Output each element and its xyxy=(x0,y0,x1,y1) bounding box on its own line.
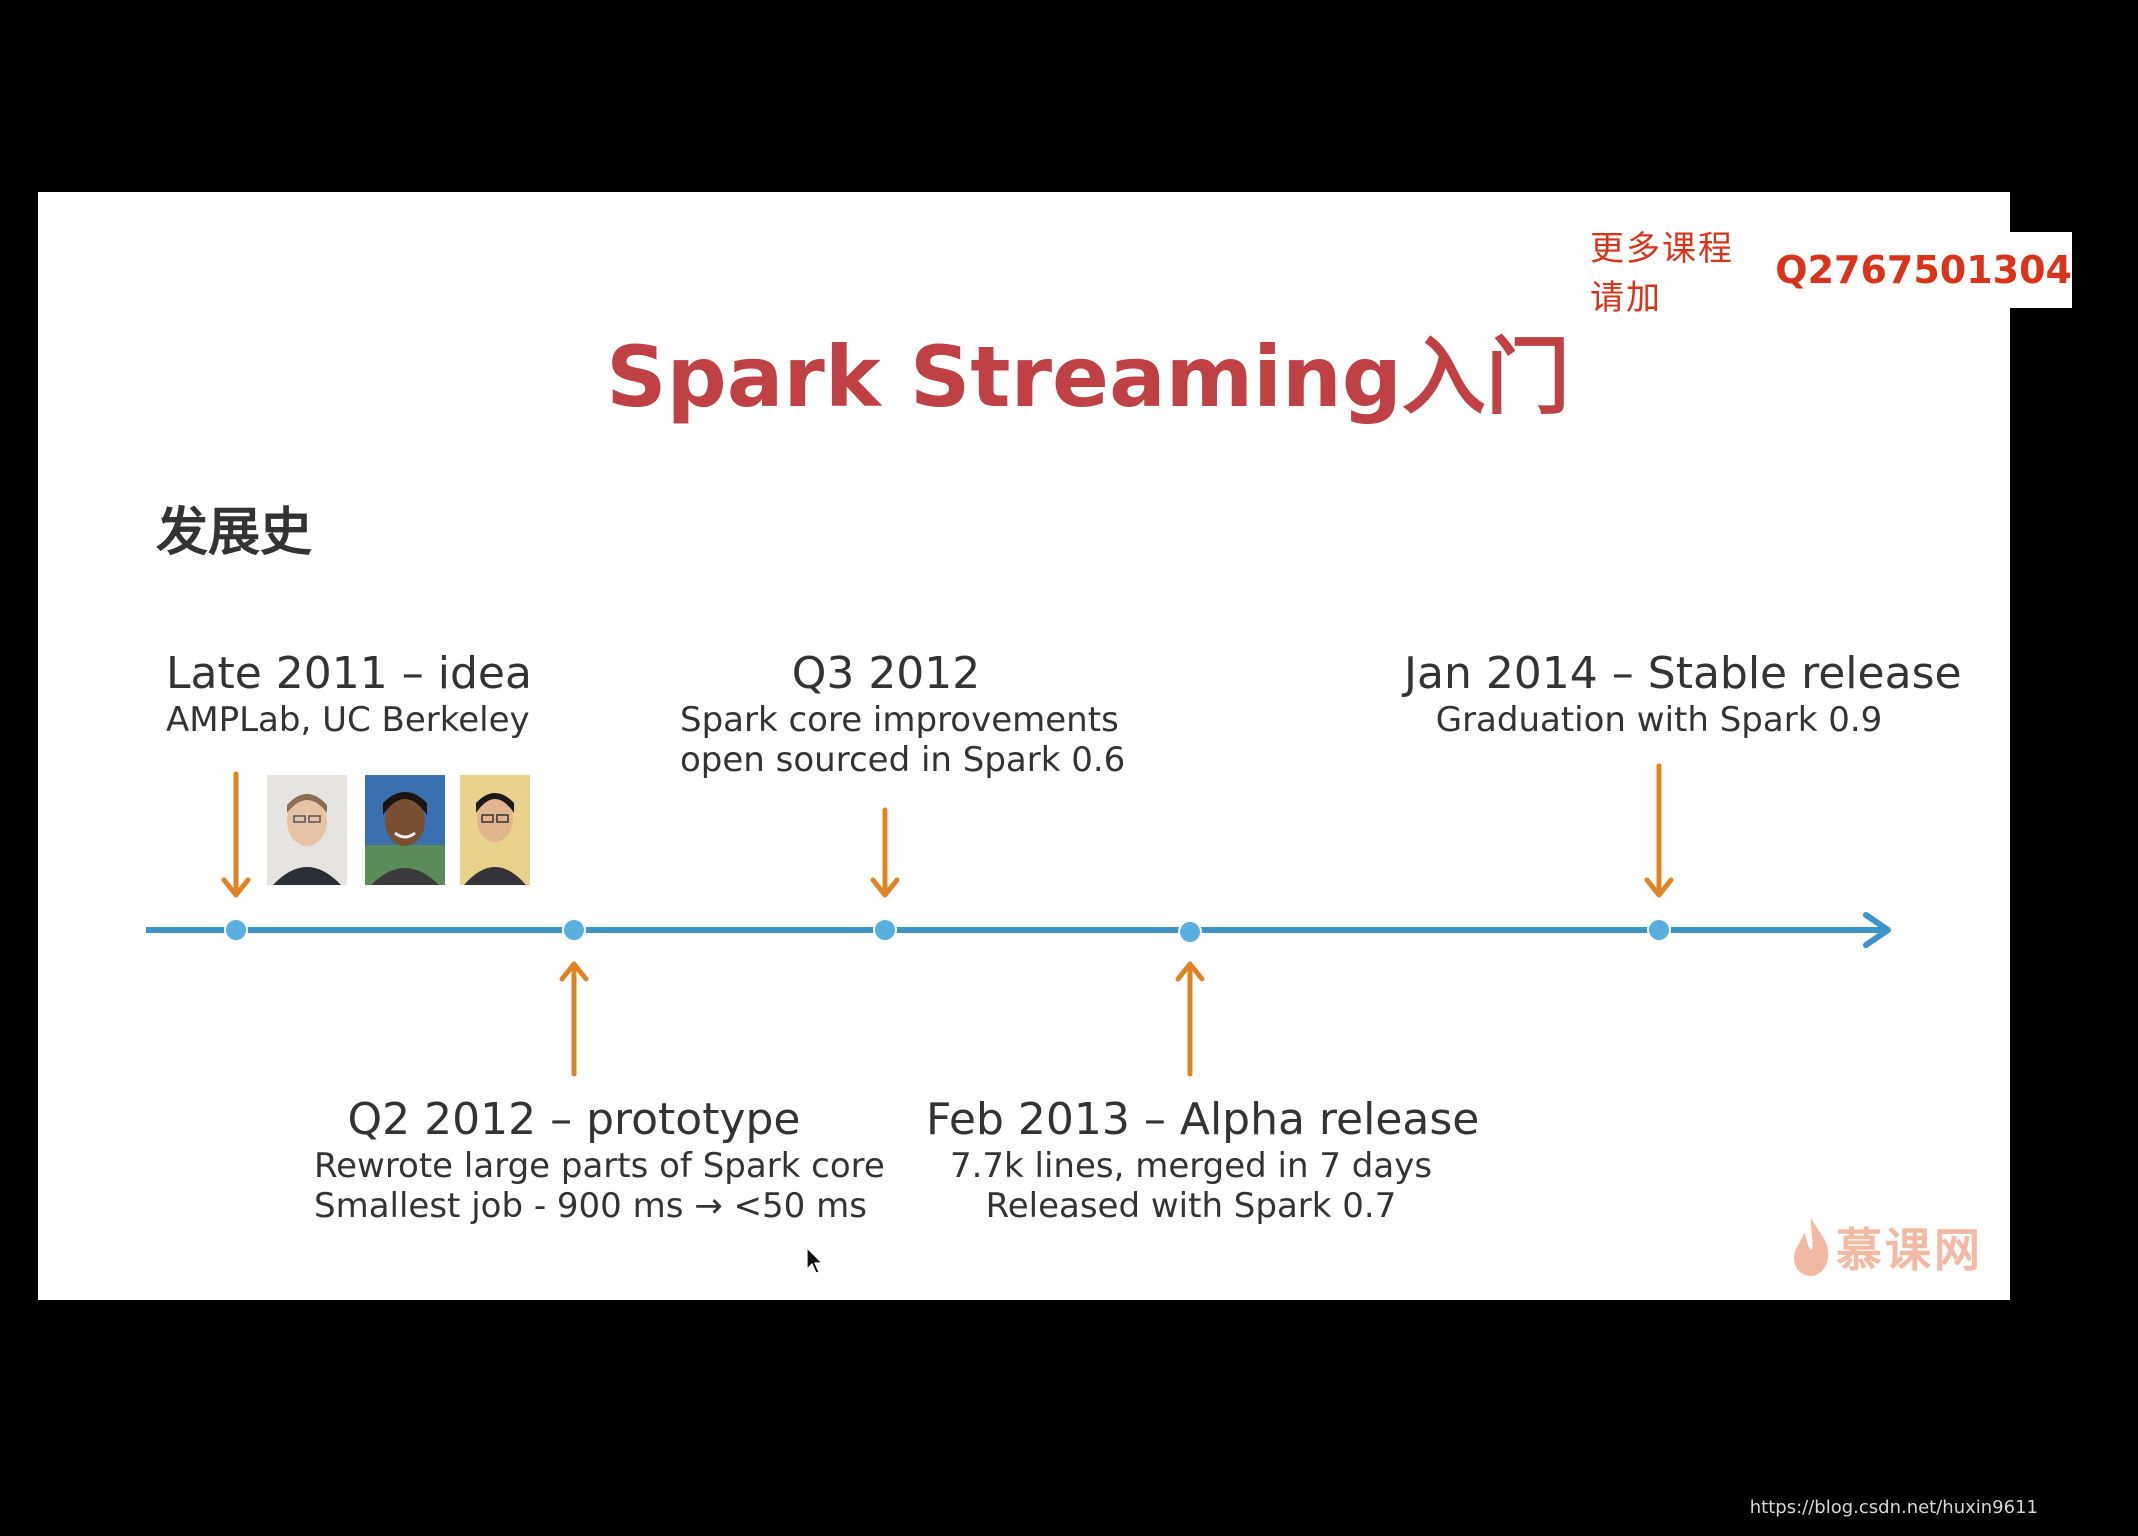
timeline-node-5 xyxy=(1647,918,1671,942)
timeline-node-1 xyxy=(224,918,248,942)
timeline-line-5-1: Graduation with Spark 0.9 xyxy=(1435,699,1883,740)
timeline-label-2: Q2 2012 – prototype Rewrote large parts … xyxy=(314,1094,885,1227)
timeline-line-2-2: Smallest job - 900 ms → <50 ms xyxy=(314,1186,867,1227)
timeline-arrow-4 xyxy=(1175,961,1205,1077)
timeline-line-4-2: Released with Spark 0.7 xyxy=(985,1186,1397,1227)
avatar-photo-3 xyxy=(460,775,540,885)
avatar-photo-1 xyxy=(267,775,347,885)
mouse-cursor-icon xyxy=(806,1246,824,1274)
watermark-banner: 更多课程请加 Q2767501304 xyxy=(1548,229,2072,318)
brand-logo-text: 慕课网 xyxy=(1836,1223,1983,1277)
timeline-label-3: Q3 2012 Spark core improvements open sou… xyxy=(680,648,1126,781)
timeline-diagram xyxy=(146,763,1891,1077)
timeline-arrow-5 xyxy=(1644,763,1674,898)
timeline-heading-4: Feb 2013 – Alpha release xyxy=(926,1094,1480,1145)
timeline-line-2-1: Rewrote large parts of Spark core xyxy=(314,1145,885,1186)
timeline-label-1: Late 2011 – idea AMPLab, UC Berkeley xyxy=(166,648,532,740)
timeline-node-4 xyxy=(1178,920,1202,944)
brand-logo: 慕课网 xyxy=(1790,1214,1983,1280)
timeline-label-5: Jan 2014 – Stable release Graduation wit… xyxy=(1404,648,1962,740)
timeline-line-1-1: AMPLab, UC Berkeley xyxy=(166,699,530,740)
watermark-text: 更多课程请加 xyxy=(1590,229,1734,318)
timeline-heading-1: Late 2011 – idea xyxy=(166,648,532,699)
watermark-qq: Q2767501304 xyxy=(1775,248,2072,292)
flame-icon xyxy=(1794,1218,1829,1276)
slide-subtitle: 发展史 xyxy=(156,503,313,563)
slide: 更多课程请加 Q2767501304 Spark Streaming入门 发展史 xyxy=(38,192,2072,1300)
timeline-arrow-2 xyxy=(559,961,589,1077)
timeline-axis-arrowhead xyxy=(1863,912,1891,948)
timeline-label-4: Feb 2013 – Alpha release 7.7k lines, mer… xyxy=(926,1094,1480,1227)
avatar-photo-2 xyxy=(365,775,445,885)
timeline-node-3 xyxy=(873,918,897,942)
timeline-heading-2: Q2 2012 – prototype xyxy=(347,1094,801,1145)
timeline-line-4-1: 7.7k lines, merged in 7 days xyxy=(949,1145,1433,1186)
timeline-line-3-1: Spark core improvements xyxy=(680,699,1119,740)
slide-title: Spark Streaming入门 xyxy=(606,328,1570,426)
timeline-line-3-2: open sourced in Spark 0.6 xyxy=(680,740,1126,781)
footer-url: https://blog.csdn.net/huxin9611 xyxy=(1749,1497,2038,1518)
timeline-arrow-3 xyxy=(870,807,900,898)
timeline-heading-5: Jan 2014 – Stable release xyxy=(1404,648,1962,699)
timeline-node-2 xyxy=(562,918,586,942)
timeline-arrow-1 xyxy=(221,771,251,898)
timeline-heading-3: Q3 2012 xyxy=(791,648,981,699)
